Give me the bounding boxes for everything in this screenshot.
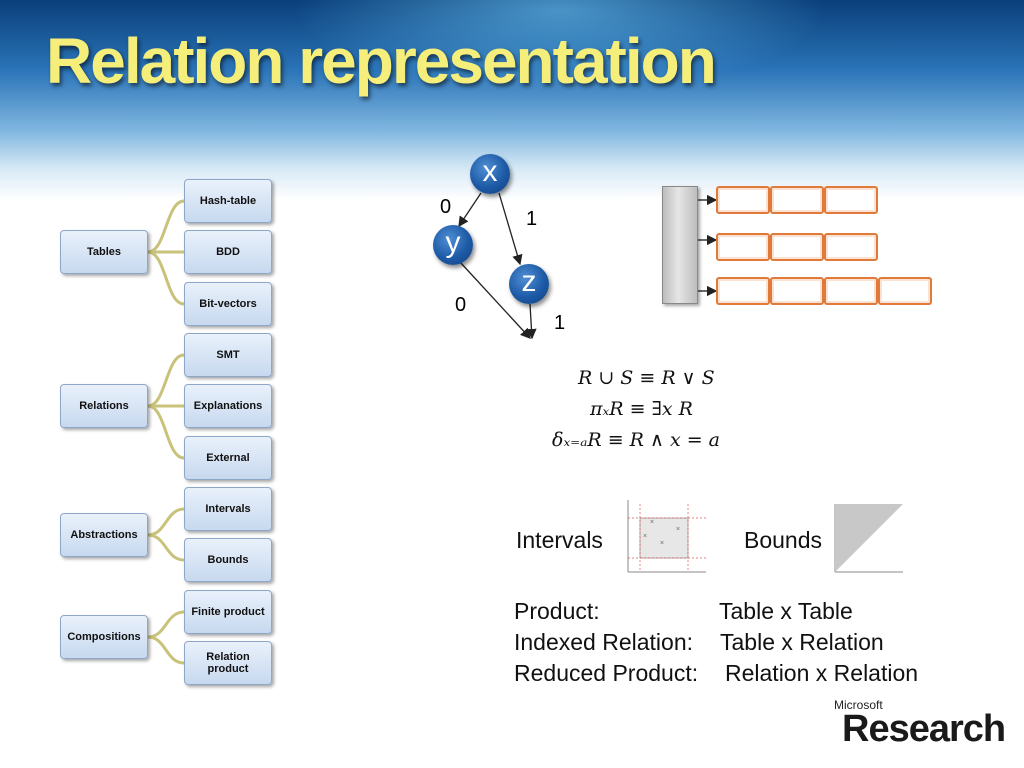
product-name: Indexed Relation: — [514, 629, 694, 655]
hash-cell — [716, 277, 770, 305]
hash-bucket-array — [662, 186, 698, 304]
svg-text:×: × — [676, 526, 680, 533]
bdd-edge-label: 0 — [440, 196, 452, 218]
hash-cell — [824, 233, 878, 261]
product-value: Relation x Relation — [725, 660, 919, 686]
hash-cell — [716, 186, 770, 214]
slide-title: Relation representation — [46, 25, 717, 97]
leaf-bdd: BDD — [184, 230, 272, 274]
product-name: Reduced Product: — [514, 660, 699, 686]
leaf-relation-product: Relation product — [184, 641, 272, 685]
leaf-explanations: Explanations — [184, 384, 272, 428]
intervals-label: Intervals — [516, 527, 603, 553]
bdd-edge-label: 0 — [455, 294, 467, 316]
product-value: Table x Table — [719, 598, 853, 624]
group-abstractions: Abstractions — [60, 513, 148, 557]
bdd-node-y: y — [433, 225, 473, 265]
logo-company: Microsoft — [834, 698, 883, 712]
hash-cell — [770, 277, 824, 305]
leaf-external: External — [184, 436, 272, 480]
bdd-edge-label: 1 — [554, 312, 566, 334]
leaf-bit-vectors: Bit-vectors — [184, 282, 272, 326]
bounds-plot — [834, 504, 903, 573]
svg-text:×: × — [660, 540, 664, 547]
formula-union: R ∪ S ≡ R ∨ S — [578, 367, 715, 389]
logo-division: Research — [842, 708, 1006, 750]
formula-selection: δₓ₌ₐR ≡ R ∧ x = a — [552, 429, 720, 451]
group-tables: Tables — [60, 230, 148, 274]
intervals-plot: × × × × — [627, 500, 706, 573]
hash-cell — [770, 186, 824, 214]
leaf-finite-product: Finite product — [184, 590, 272, 634]
hash-cell — [770, 233, 824, 261]
hash-cell — [824, 277, 878, 305]
svg-text:×: × — [650, 519, 654, 526]
leaf-intervals: Intervals — [184, 487, 272, 531]
leaf-smt: SMT — [184, 333, 272, 377]
bdd-node-x: x — [470, 154, 510, 194]
svg-text:×: × — [643, 533, 647, 540]
banner-glow — [0, 0, 1024, 200]
hash-cell — [878, 277, 932, 305]
formula-projection: πₓR ≡ ∃x R — [590, 398, 693, 420]
product-value: Table x Relation — [720, 629, 884, 655]
mindmap-connectors — [147, 199, 185, 665]
hash-cell — [824, 186, 878, 214]
leaf-hash-table: Hash-table — [184, 179, 272, 223]
group-compositions: Compositions — [60, 615, 148, 659]
hash-cell — [716, 233, 770, 261]
bdd-node-z: z — [509, 264, 549, 304]
bounds-label: Bounds — [744, 527, 823, 553]
bdd-edge-label: 1 — [526, 208, 538, 230]
hash-pointers — [698, 194, 718, 297]
leaf-bounds: Bounds — [184, 538, 272, 582]
product-name: Product: — [514, 598, 600, 624]
group-relations: Relations — [60, 384, 148, 428]
